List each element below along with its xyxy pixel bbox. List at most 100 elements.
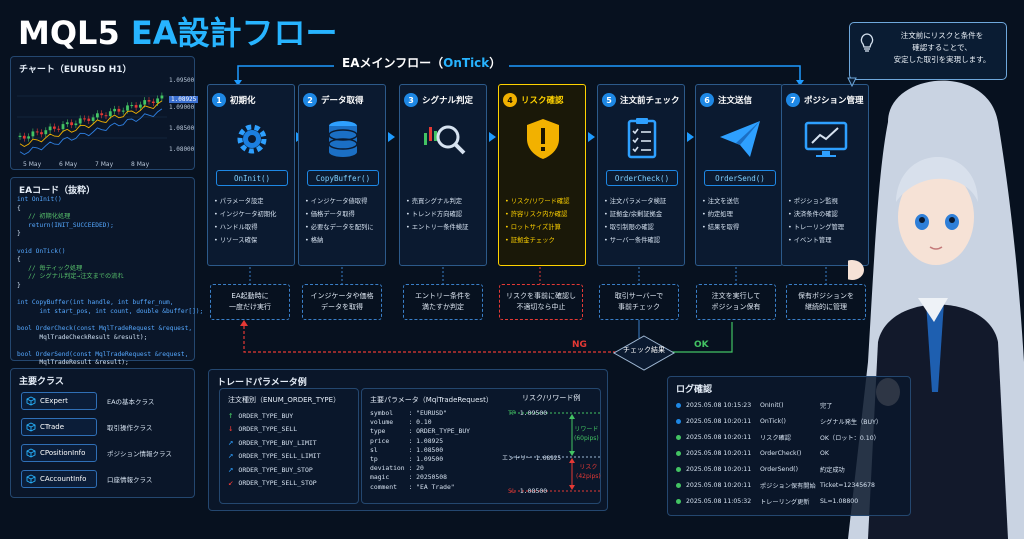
log-event: OrderSend() xyxy=(760,466,798,473)
trade-params-panel: トレードパラメータ例 注文種別（ENUM_ORDER_TYPE） ↑ORDER_… xyxy=(208,369,608,511)
class-badge: CExpert xyxy=(21,392,97,410)
step-bullet: • エントリー条件検証 xyxy=(406,224,469,231)
code-line: void OnTick() xyxy=(17,247,66,255)
tip-callout: 注文前にリスクと条件を 確認することで、 安定した取引を実現します。 xyxy=(849,22,1007,80)
log-event: OrderCheck() xyxy=(760,450,802,457)
class-name: CTrade xyxy=(40,423,65,431)
log-timestamp: 2025.05.08 10:20:11 xyxy=(686,434,752,441)
param-row: sl : 1.08500 xyxy=(370,445,444,454)
log-row: 2025.05.08 10:20:11 OrderCheck() OK xyxy=(676,447,829,460)
loop-line xyxy=(237,65,801,82)
code-panel: EAコード（抜粋） int OnInit(){ // 初期化処理 return(… xyxy=(10,177,204,366)
step-bullet: • リスク/リワード確認 xyxy=(505,198,570,205)
step-number: 6 xyxy=(700,93,714,107)
function-badge: OrderSend() xyxy=(704,170,776,186)
step-bullet: • ロットサイズ計算 xyxy=(505,224,561,231)
code-line: // 初期化処理 xyxy=(17,213,71,221)
step-bullets: • パラメータ設定• インジケータ初期化• ハンドル取得• リソース確保 xyxy=(214,195,276,247)
order-type-item: ↑ORDER_TYPE_BUY xyxy=(228,410,294,421)
candle-body xyxy=(91,117,95,121)
param-row: comment : "EA Trade" xyxy=(370,482,455,491)
flow-banner: EAメインフロー（OnTick） xyxy=(334,54,510,71)
flow-step-ordersend: 6 注文送信 OrderSend() • 注文を送信• 約定処理• 結果を取得 xyxy=(695,84,783,266)
flow-arrow xyxy=(687,132,694,142)
step-title: 注文送信 xyxy=(718,96,753,106)
param-row: tp : 1.09500 xyxy=(370,455,444,464)
checklist-icon xyxy=(627,118,657,159)
step-bullet: • リソース確保 xyxy=(214,237,258,244)
flow-arrow xyxy=(489,132,496,142)
class-desc: 取引操作クラス xyxy=(107,424,153,432)
code-line: int start_pos, int count, double &buffer… xyxy=(17,307,204,315)
param-row: magic : 20250508 xyxy=(370,473,447,482)
candle-body xyxy=(113,108,116,112)
x-tick: 5 May xyxy=(23,161,42,168)
step-bullets: • 注文パラメータ検証• 証拠金/余剰証拠金• 取引制限の確認• サーバー条件確… xyxy=(604,195,666,247)
log-message: 完了 xyxy=(820,403,833,410)
code-line: bool OrderCheck(const MqlTradeRequest &r… xyxy=(17,324,193,332)
lightbulb-icon xyxy=(860,33,874,52)
class-name: CPositionInfo xyxy=(40,449,86,457)
step-bullets: • 注文を送信• 約定処理• 結果を取得 xyxy=(702,195,739,234)
step-bullets: • リスク/リワード確認• 許容リスク内か確認• ロットサイズ計算• 証拠金チェ… xyxy=(505,195,570,247)
step-number: 1 xyxy=(212,93,226,107)
class-item: CExpert EAの基本クラス xyxy=(21,391,191,411)
step-bullet: • 必要なデータを配列に xyxy=(305,224,374,231)
candle-body xyxy=(147,100,151,102)
arrow-up-right-icon: ↗ xyxy=(228,464,234,475)
candle-body xyxy=(117,108,121,112)
cube-icon xyxy=(26,474,36,484)
log-timestamp: 2025.05.08 10:20:11 xyxy=(686,450,752,457)
step-bullet: • サーバー条件確認 xyxy=(604,237,661,244)
arrow-down-left-icon: ↙ xyxy=(228,478,234,489)
log-row: 2025.05.08 10:20:11 OrderSend() 約定成功 xyxy=(676,463,845,476)
log-timestamp: 2025.05.08 10:20:11 xyxy=(686,466,752,473)
param-row: volume : 0.10 xyxy=(370,418,432,427)
log-message: 約定成功 xyxy=(820,467,845,474)
check-diamond xyxy=(612,335,676,371)
function-badge: OnInit() xyxy=(216,170,288,186)
risk-reward-diagram xyxy=(510,412,600,492)
y-tick: 1.08000 xyxy=(169,146,195,153)
step-note: エントリー条件を 満たすか判定 xyxy=(403,284,483,320)
candle-body xyxy=(48,126,52,131)
page-title: MQL5 EA設計フロー xyxy=(18,14,338,52)
candle-body xyxy=(121,110,125,112)
candle-body xyxy=(44,130,48,135)
code-line: MqlTradeCheckResult &result); xyxy=(17,333,148,341)
log-event: ポジション保有開始 xyxy=(760,483,816,490)
step-bullet: • インジケータ初期化 xyxy=(214,211,277,218)
ng-label: NG xyxy=(572,340,587,350)
log-message: SL=1.08800 xyxy=(820,498,859,505)
step-title: データ取得 xyxy=(321,96,364,106)
order-type-item: ↗ORDER_TYPE_BUY_LIMIT xyxy=(228,437,317,448)
request-params-title: 主要パラメータ（MqlTradeRequest） xyxy=(370,396,493,404)
step-title: リスク確認 xyxy=(521,96,564,106)
code-line: // 毎ティック処理 xyxy=(17,264,83,272)
log-message: OK xyxy=(820,450,829,457)
log-timestamp: 2025.05.08 10:20:11 xyxy=(686,482,752,489)
candle-body xyxy=(108,111,112,117)
sl-row: SL 1.08500 xyxy=(508,487,548,495)
step-bullet: • 格納 xyxy=(305,237,324,244)
ng-line xyxy=(243,322,616,353)
code-line: { xyxy=(17,204,21,212)
ok-line xyxy=(672,322,733,353)
candle-body xyxy=(78,118,82,124)
moving-average-line xyxy=(19,100,163,148)
shield-warning-icon xyxy=(527,119,559,159)
status-dot-icon xyxy=(676,499,681,504)
order-type-title: 注文種別（ENUM_ORDER_TYPE） xyxy=(228,396,341,404)
step-bullet: • 証拠金チェック xyxy=(505,237,555,244)
status-dot-icon xyxy=(676,483,681,488)
candle-body xyxy=(104,115,108,117)
class-badge: CAccountInfo xyxy=(21,470,97,488)
x-tick: 6 May xyxy=(59,161,78,168)
log-message: Ticket=12345678 xyxy=(820,482,875,489)
